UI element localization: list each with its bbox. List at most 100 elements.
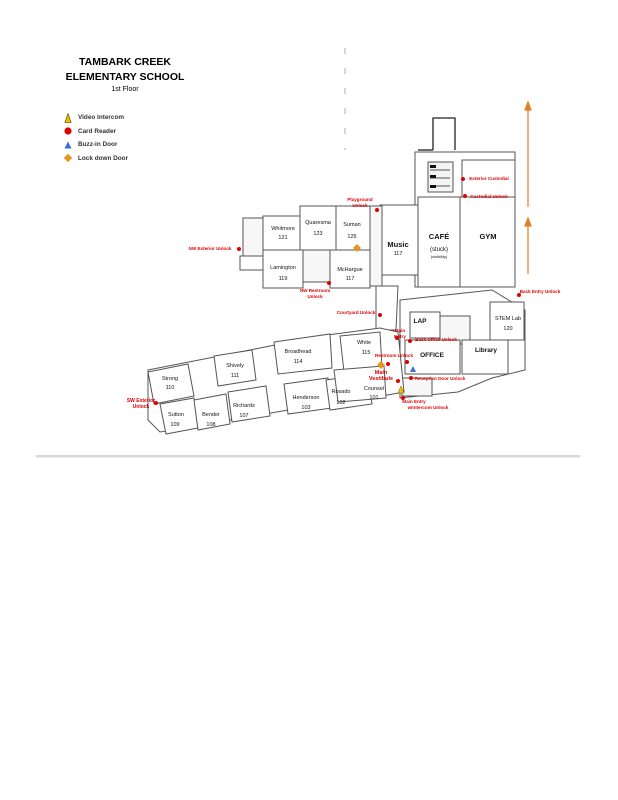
room-name: Music xyxy=(387,240,408,249)
room-number: 117 xyxy=(394,251,403,257)
door-label: Unlock xyxy=(352,203,368,208)
room-number: 102 xyxy=(336,400,345,406)
card-reader-icon xyxy=(154,401,158,405)
room-name: Library xyxy=(475,347,497,354)
card-reader-icon xyxy=(408,339,412,343)
cafe-subtitle: (stuck) xyxy=(430,247,448,253)
video-intercom-icon xyxy=(64,112,72,123)
room-name: Counsel xyxy=(364,386,384,392)
direction-arrows xyxy=(524,100,532,274)
card-reader-icon xyxy=(517,293,521,297)
card-reader-markers xyxy=(154,177,521,405)
room-name: Whitmore xyxy=(271,226,295,232)
title-line-2: ELEMENTARY SCHOOL xyxy=(65,71,185,83)
door-label: Back Entry Unlock xyxy=(520,289,561,294)
door-label: Back Office Unlock xyxy=(415,337,457,342)
legend-item-card-reader: Card Reader xyxy=(62,125,128,139)
room-name: STEM Lab xyxy=(495,316,521,322)
room-number: 123 xyxy=(313,231,322,237)
video-intercom-icon xyxy=(397,385,405,394)
room-number: 117 xyxy=(346,276,355,282)
room-name: Bender xyxy=(202,412,220,418)
legend-item-video-intercom: Video Intercom xyxy=(62,111,128,125)
section-divider xyxy=(36,455,580,458)
room-number: 108 xyxy=(206,422,215,428)
door-label: Reception Door Unlock xyxy=(415,376,466,381)
door-label: Playground xyxy=(347,197,372,202)
room-name: Lamington xyxy=(270,265,296,271)
buzz-in-door-icon xyxy=(410,366,416,372)
legend-label: Buzz-in Door xyxy=(78,141,118,149)
card-reader-icon xyxy=(237,247,241,251)
card-reader-icon xyxy=(405,360,409,364)
room-name: McHargue xyxy=(337,267,362,273)
door-label: SW Exterior xyxy=(127,398,155,404)
card-reader-icon xyxy=(395,336,399,340)
room-name: Broadhead xyxy=(285,349,312,355)
room-number: 109 xyxy=(170,422,179,428)
intercom-markers xyxy=(397,385,405,394)
room-number: 119 xyxy=(279,276,288,282)
card-reader-icon xyxy=(375,208,379,212)
room-number: 115 xyxy=(362,350,371,356)
room-name: Henderson xyxy=(293,395,320,401)
lock-down-door-icon xyxy=(353,244,361,252)
card-reader-icon xyxy=(378,313,382,317)
room-number: 101 xyxy=(369,395,378,401)
door-label: Entry xyxy=(394,334,406,339)
door-label: Custodial Unlock xyxy=(470,194,508,199)
sw-classroom-wing xyxy=(147,327,405,435)
legend-label: Lock down Door xyxy=(78,154,129,162)
legend-item-buzz-in: Buzz-in Door xyxy=(62,138,128,152)
card-reader-icon xyxy=(401,396,405,400)
room-name: Suman xyxy=(343,222,360,228)
lock-down-door-icon xyxy=(377,361,385,369)
card-reader-icon xyxy=(64,127,72,135)
room-number: 103 xyxy=(301,405,310,411)
building-outline-north xyxy=(418,117,456,151)
buzz-in-markers xyxy=(410,366,416,372)
buzz-in-door-icon xyxy=(64,141,72,149)
room-name: White xyxy=(357,340,371,346)
room-name: CAFÉ xyxy=(429,232,449,241)
door-label: Unlock xyxy=(307,294,323,299)
legend-label: Card Reader xyxy=(78,127,117,135)
door-label: Vestibule xyxy=(369,376,393,382)
room-labels: Whitmore 121 Quaresma 123 Suman 125 Lami… xyxy=(162,220,521,428)
room-name: Quaresma xyxy=(305,220,332,226)
nw-classroom-wing xyxy=(239,205,383,289)
card-reader-icon xyxy=(386,362,390,366)
gym-cafe-block xyxy=(379,151,516,288)
door-label: Main xyxy=(375,370,388,376)
card-reader-icon xyxy=(327,281,331,285)
school-title: TAMBARK CREEK ELEMENTARY SCHOOL xyxy=(55,55,195,85)
card-reader-icon xyxy=(463,194,467,198)
door-label: Main xyxy=(395,328,406,333)
room-name: Strong xyxy=(162,376,178,382)
card-reader-icon xyxy=(409,376,413,380)
cafe-subtitle-2: (visibility) xyxy=(431,254,448,259)
room-number: 120 xyxy=(503,326,512,332)
door-label: Exterior Custodial xyxy=(469,176,509,181)
room-name: Richards xyxy=(233,403,255,409)
room-number: 107 xyxy=(239,413,248,419)
door-label: Restroom Unlock xyxy=(375,353,413,358)
room-number: 121 xyxy=(278,235,287,241)
stairs-icon xyxy=(430,165,436,188)
card-reader-icon xyxy=(461,177,465,181)
east-block xyxy=(399,289,526,399)
room-name: Shively xyxy=(226,363,244,369)
door-label: w/Intercom Unlock xyxy=(407,405,449,410)
connector-corridor xyxy=(375,285,399,331)
door-label: Courtyard Unlock xyxy=(337,310,376,315)
floor-label: 1st Floor xyxy=(111,86,139,93)
legend-item-lock-down: Lock down Door xyxy=(62,152,128,166)
lock-down-door-icon xyxy=(63,154,73,163)
door-label: Unlock xyxy=(133,404,150,410)
room-name: GYM xyxy=(479,232,496,241)
room-number: 114 xyxy=(294,359,303,365)
door-label: NW Restroom xyxy=(300,288,330,293)
room-name: LAP xyxy=(414,318,428,325)
title-line-1: TAMBARK CREEK xyxy=(79,56,171,68)
room-name: Sutton xyxy=(168,412,184,418)
